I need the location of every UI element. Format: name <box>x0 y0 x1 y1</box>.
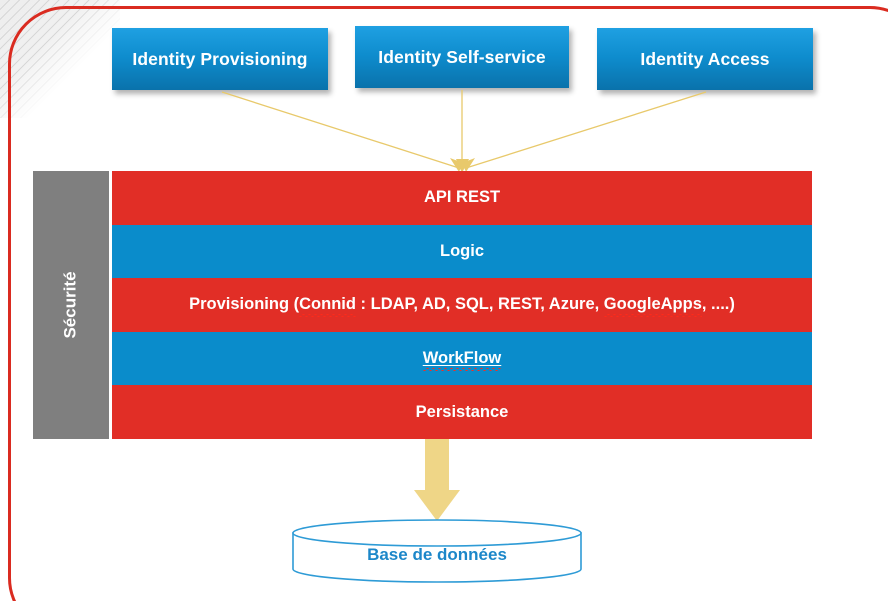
stack-layer-label: WorkFlow <box>422 349 502 372</box>
capability-box-identity-self-service[interactable]: Identity Self-service <box>355 26 569 88</box>
provisioning-text-before: Provisioning ( <box>189 295 300 314</box>
capability-box-identity-access[interactable]: Identity Access <box>597 28 813 90</box>
provisioning-text-middle: : LDAP, AD, SQL, REST, Azure, <box>355 295 604 314</box>
capability-label: Identity Access <box>640 48 770 69</box>
provisioning-misspelled-googleapps: GoogleApps <box>603 295 702 318</box>
stack-layer-label: Logic <box>440 241 484 260</box>
database-cylinder[interactable]: Base de données <box>291 519 583 583</box>
stack-layer-logic[interactable]: Logic <box>112 224 812 279</box>
capability-label: Identity Provisioning <box>132 48 308 69</box>
stack-layer-provisioning[interactable]: Provisioning (Connid : LDAP, AD, SQL, RE… <box>112 278 812 332</box>
capability-box-identity-provisioning[interactable]: Identity Provisioning <box>112 28 328 90</box>
arrow-head <box>414 490 460 521</box>
architecture-stack: API REST Logic Provisioning (Connid : LD… <box>112 171 812 439</box>
database-label: Base de données <box>367 545 507 564</box>
stack-layer-label: Persistance <box>415 402 509 421</box>
stack-to-database-arrow <box>414 439 460 521</box>
stack-layer-persistance[interactable]: Persistance <box>112 385 812 439</box>
security-label: Sécurité <box>61 271 80 339</box>
provisioning-misspelled-connid: Connid <box>299 295 356 318</box>
diagram-outer-frame <box>8 6 888 601</box>
security-sidebar: Sécurité <box>33 171 109 439</box>
stack-layer-label: API REST <box>423 188 501 207</box>
database-cylinder-shape <box>292 519 582 583</box>
stack-layer-label: Provisioning (Connid : LDAP, AD, SQL, RE… <box>189 295 735 318</box>
stack-layer-workflow[interactable]: WorkFlow <box>112 331 812 386</box>
arrow-shaft <box>425 439 449 491</box>
database-label-wrapper: Base de données <box>291 519 583 583</box>
stack-layer-api-rest[interactable]: API REST <box>112 171 812 225</box>
provisioning-text-after: , ....) <box>701 295 735 314</box>
capability-label: Identity Self-service <box>378 46 546 67</box>
